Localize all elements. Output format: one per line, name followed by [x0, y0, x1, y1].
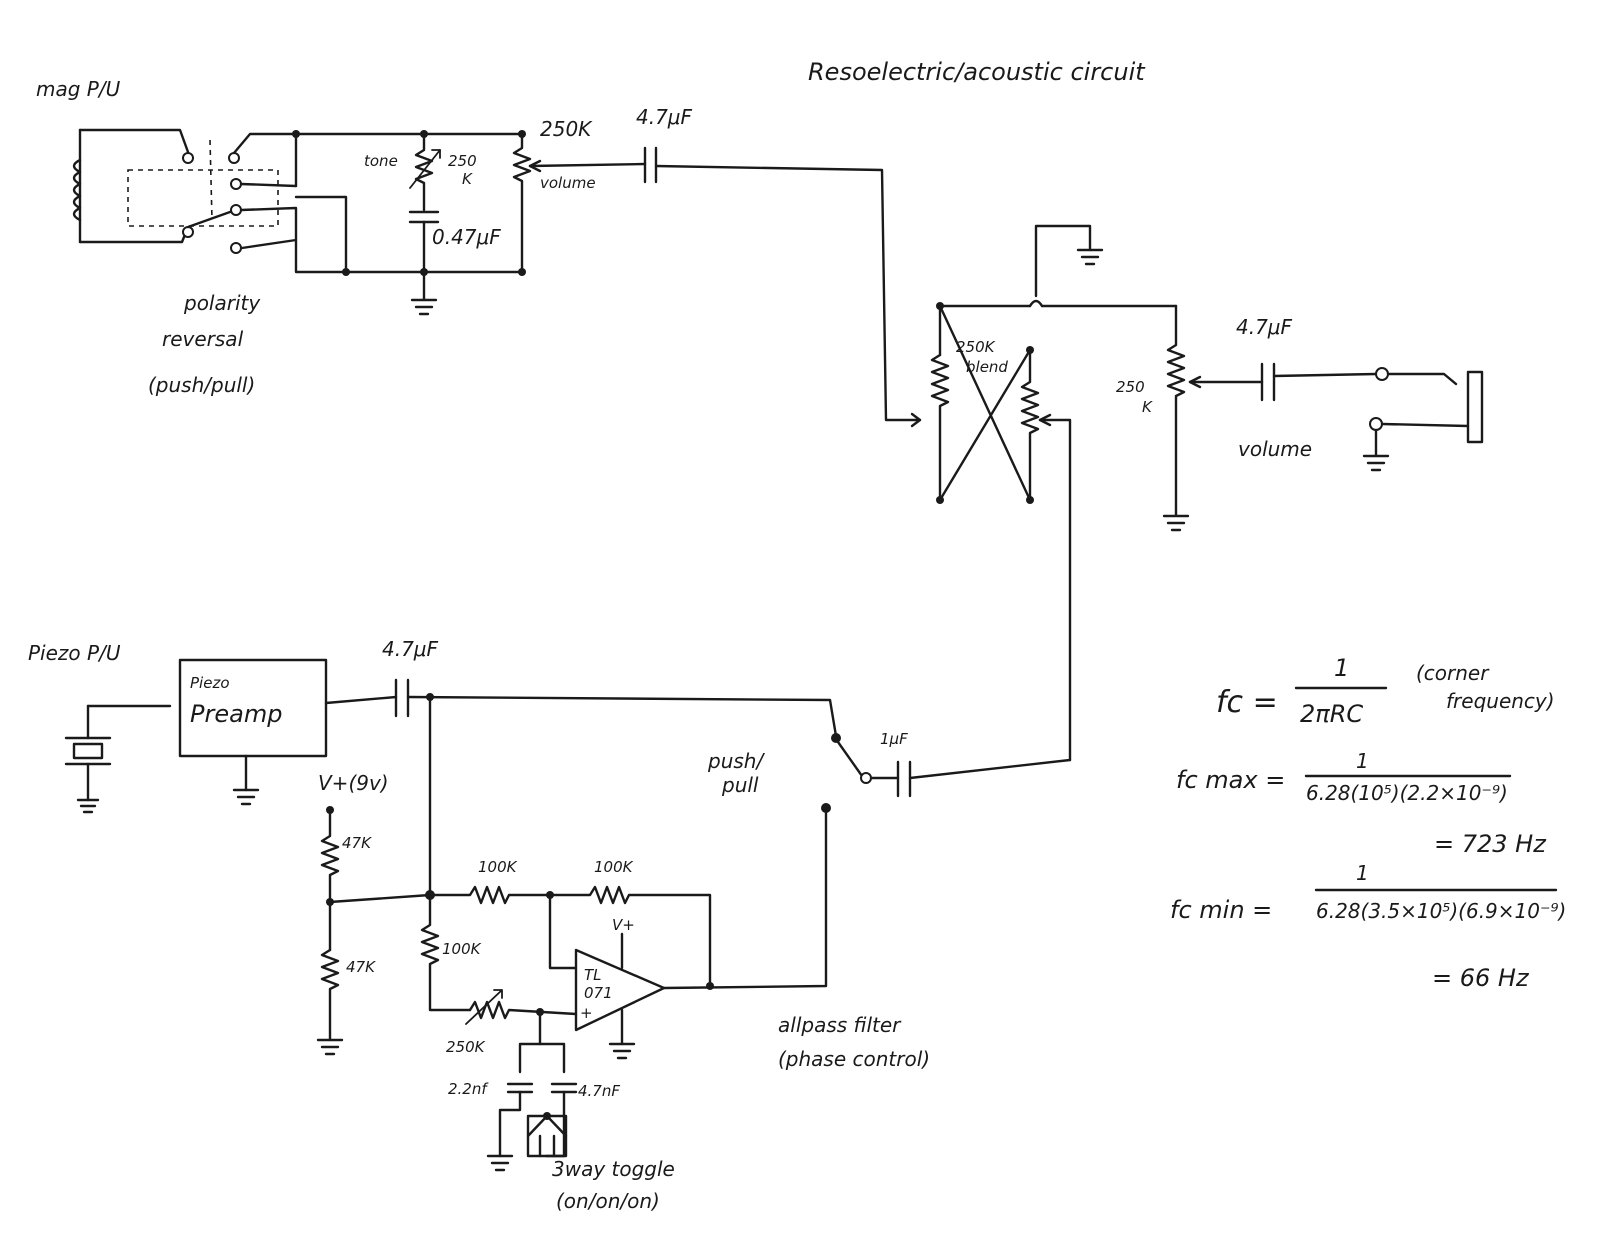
- opamp-plus-label: +: [580, 1004, 593, 1022]
- mag-volume-pot-value: 250K: [540, 117, 593, 141]
- piezo-pickup-label: Piezo P/U: [28, 641, 121, 665]
- r-in-value: 100K: [478, 858, 518, 876]
- blend-pot: [930, 224, 1178, 762]
- fmax-result: = 723 Hz: [1434, 830, 1547, 858]
- output-cap-value: 4.7μF: [1236, 315, 1293, 339]
- output-volume-label: volume: [1238, 437, 1312, 461]
- polarity-label-3: (push/pull): [148, 373, 255, 397]
- filter-label-1: allpass filter: [778, 1013, 902, 1037]
- divider-top-value: 47K: [342, 834, 372, 852]
- tone-cap-value: 0.47μF: [432, 225, 501, 249]
- piezo-coupling-cap-value: 4.7μF: [382, 637, 439, 661]
- polarity-label-1: polarity: [183, 291, 261, 315]
- fc-note-2: frequency): [1446, 689, 1555, 713]
- fmax-denominator: 6.28(10⁵)(2.2×10⁻⁹): [1306, 781, 1508, 805]
- fmin-numerator: 1: [1356, 861, 1369, 885]
- fc-note-1: (corner: [1416, 661, 1490, 685]
- piezo-output-cap: [896, 758, 1072, 798]
- piezo-section: [64, 658, 1072, 1172]
- blend-label: blend: [966, 358, 1008, 376]
- labels: Resoelectric/acoustic circuit mag P/U to…: [28, 58, 1312, 1213]
- mag-pickup-label: mag P/U: [36, 77, 121, 101]
- piezo-coupling-cap: [394, 678, 838, 897]
- mag-series-cap: [643, 146, 922, 428]
- blend-pot-value: 250K: [956, 338, 996, 356]
- polarity-label-2: reversal: [162, 327, 244, 351]
- tone-label: tone: [364, 152, 398, 170]
- push-pull-label-2: pull: [721, 773, 759, 797]
- tone-pot-unit: K: [462, 170, 473, 188]
- fmax-numerator: 1: [1356, 749, 1369, 773]
- voltage-divider: [316, 806, 432, 1056]
- cap-b-value: 4.7nF: [578, 1082, 620, 1100]
- r-feedback-value: 100K: [594, 858, 634, 876]
- three-way-toggle: [526, 1112, 568, 1158]
- mag-volume-label: volume: [540, 174, 596, 192]
- blend-section: [930, 224, 1484, 762]
- toggle-label-2: (on/on/on): [556, 1189, 660, 1213]
- tone-network: [294, 130, 526, 316]
- fc-numerator: 1: [1334, 654, 1349, 682]
- fmin-lhs: fc min =: [1170, 896, 1272, 924]
- fc-lhs: fc =: [1216, 685, 1278, 720]
- mag-series-cap-value: 4.7μF: [636, 105, 693, 129]
- piezo-pickup: [64, 704, 172, 814]
- piezo-preamp-box: [178, 658, 398, 806]
- equations: fc = 1 2πRC (corner frequency) fc max = …: [1170, 654, 1566, 992]
- polarity-reversal-switch: [127, 130, 350, 276]
- fc-denominator: 2πRC: [1300, 700, 1363, 728]
- supply-label: V+(9v): [318, 771, 389, 795]
- output-volume-pot-unit: K: [1142, 398, 1153, 416]
- push-pull-label-1: push/: [707, 749, 765, 773]
- mag-pickup-section: [72, 128, 922, 428]
- preamp-label-1: Piezo: [190, 674, 230, 692]
- output-jack: [1362, 367, 1484, 472]
- opamp-part-1: TL: [584, 966, 602, 984]
- fmin-denominator: 6.28(3.5×10⁵)(6.9×10⁻⁹): [1316, 899, 1566, 923]
- mag-volume-pot: [512, 130, 647, 274]
- toggle-label-1: 3way toggle: [552, 1157, 675, 1181]
- piezo-output-cap-value: 1μF: [880, 730, 908, 748]
- diagram-title: Resoelectric/acoustic circuit: [808, 58, 1146, 86]
- filter-label-2: (phase control): [778, 1047, 930, 1071]
- output-volume-pot: [1162, 304, 1264, 532]
- divider-bottom-value: 47K: [346, 958, 376, 976]
- fmax-lhs: fc max =: [1176, 766, 1285, 794]
- fmin-result: = 66 Hz: [1432, 964, 1530, 992]
- output-volume-pot-value: 250: [1116, 378, 1145, 396]
- output-cap: [1260, 362, 1378, 402]
- allpass-filter: [420, 806, 828, 1172]
- tone-pot-value: 250: [448, 152, 477, 170]
- r-shunt-value: 100K: [442, 940, 482, 958]
- cap-a-value: 2.2nf: [448, 1080, 489, 1098]
- preamp-label-2: Preamp: [190, 700, 282, 728]
- r-variable-value: 250K: [446, 1038, 486, 1056]
- opamp-supply-label: V+: [612, 916, 635, 934]
- opamp-part-2: 071: [584, 984, 613, 1002]
